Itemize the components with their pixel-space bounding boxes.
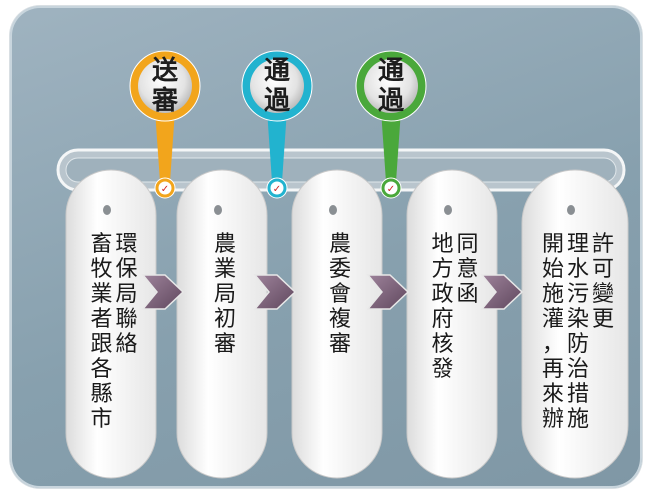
status-pin-2: ✓ bbox=[241, 50, 313, 199]
text-column: 環保局聯絡 bbox=[115, 232, 139, 432]
char: 更 bbox=[591, 307, 614, 332]
step-text-3: 農委會複審 bbox=[328, 232, 352, 357]
flow-arrow-2 bbox=[253, 274, 297, 310]
status-pin-3: ✓ bbox=[355, 50, 427, 199]
card-hole bbox=[329, 205, 337, 215]
step-card-5 bbox=[521, 169, 629, 479]
step-text-4: 同意函地方政府核發 bbox=[431, 232, 480, 382]
char: 施 bbox=[566, 407, 589, 432]
text-column: 農業局初審 bbox=[213, 232, 237, 357]
char: 環 bbox=[115, 232, 138, 257]
step-text-2: 農業局初審 bbox=[213, 232, 237, 357]
svg-text:✓: ✓ bbox=[273, 184, 281, 195]
card-hole bbox=[444, 205, 452, 215]
text-column: 地方政府核發 bbox=[431, 232, 455, 382]
char: 局 bbox=[213, 282, 236, 307]
svg-text:✓: ✓ bbox=[161, 184, 169, 195]
char: 市 bbox=[90, 407, 113, 432]
badge-label-2: 通過 bbox=[263, 56, 291, 116]
char: 農 bbox=[213, 232, 236, 257]
card-hole bbox=[567, 205, 575, 215]
char: 委 bbox=[328, 257, 351, 282]
char: 開 bbox=[541, 232, 564, 257]
char: 複 bbox=[328, 307, 351, 332]
char: 局 bbox=[115, 282, 138, 307]
char: 可 bbox=[591, 257, 614, 282]
card-hole bbox=[103, 205, 111, 215]
char: 府 bbox=[431, 307, 454, 332]
char: 地 bbox=[431, 232, 454, 257]
step-card-3 bbox=[291, 169, 383, 479]
step-card-2 bbox=[176, 169, 268, 479]
badge-char: 送 bbox=[151, 56, 178, 86]
char: 絡 bbox=[115, 332, 138, 357]
flow-arrow-3 bbox=[366, 274, 410, 310]
char: 變 bbox=[591, 282, 614, 307]
char: 辦 bbox=[541, 407, 564, 432]
char: 再 bbox=[541, 357, 564, 382]
badge-char: 通 bbox=[263, 56, 290, 86]
char: 水 bbox=[566, 257, 589, 282]
char: 核 bbox=[431, 332, 454, 357]
char: 許 bbox=[591, 232, 614, 257]
char: 意 bbox=[456, 257, 479, 282]
char: 業 bbox=[213, 257, 236, 282]
text-column: 同意函 bbox=[456, 232, 480, 382]
step-text-1: 環保局聯絡畜牧業者跟各縣市 bbox=[90, 232, 139, 432]
char: 來 bbox=[541, 382, 564, 407]
step-text-5: 許可變更理水污染防治措施開始施灌，再來辦 bbox=[541, 232, 615, 432]
badge-char: 過 bbox=[377, 86, 404, 116]
step-card-1 bbox=[65, 169, 157, 479]
char: 始 bbox=[541, 257, 564, 282]
text-column: 理水污染防治措施 bbox=[566, 232, 590, 432]
badge-label-1: 送審 bbox=[151, 56, 179, 116]
char: 治 bbox=[566, 357, 589, 382]
text-column: 畜牧業者跟各縣市 bbox=[90, 232, 114, 432]
flow-arrow-4 bbox=[480, 274, 524, 310]
char: 會 bbox=[328, 282, 351, 307]
char: 施 bbox=[541, 282, 564, 307]
char: 保 bbox=[115, 257, 138, 282]
badge-char: 審 bbox=[151, 86, 178, 116]
text-column: 農委會複審 bbox=[328, 232, 352, 357]
text-column: 許可變更 bbox=[591, 232, 615, 432]
char: 業 bbox=[90, 282, 113, 307]
char: 審 bbox=[328, 332, 351, 357]
char: 灌 bbox=[541, 307, 564, 332]
char: 者 bbox=[90, 307, 113, 332]
svg-text:✓: ✓ bbox=[387, 184, 395, 195]
text-column: 開始施灌，再來辦 bbox=[541, 232, 565, 432]
char: 措 bbox=[566, 382, 589, 407]
char: 函 bbox=[456, 282, 479, 307]
char: 各 bbox=[90, 357, 113, 382]
char: 農 bbox=[328, 232, 351, 257]
char: 方 bbox=[431, 257, 454, 282]
char: 牧 bbox=[90, 257, 113, 282]
badge-char: 過 bbox=[263, 86, 290, 116]
flow-arrow-1 bbox=[141, 274, 185, 310]
char: 跟 bbox=[90, 332, 113, 357]
char: 同 bbox=[456, 232, 479, 257]
badge-char: 通 bbox=[377, 56, 404, 86]
badge-label-3: 通過 bbox=[377, 56, 405, 116]
char: 初 bbox=[213, 307, 236, 332]
char: 畜 bbox=[90, 232, 113, 257]
char: 審 bbox=[213, 332, 236, 357]
card-hole bbox=[214, 205, 222, 215]
char: 理 bbox=[566, 232, 589, 257]
char: 防 bbox=[566, 332, 589, 357]
char: 政 bbox=[431, 282, 454, 307]
char: ， bbox=[541, 332, 564, 357]
char: 聯 bbox=[115, 307, 138, 332]
status-pin-1: ✓ bbox=[129, 50, 201, 199]
char: 發 bbox=[431, 357, 454, 382]
char: 污 bbox=[566, 282, 589, 307]
char: 縣 bbox=[90, 382, 113, 407]
char: 染 bbox=[566, 307, 589, 332]
step-card-4 bbox=[406, 169, 498, 479]
